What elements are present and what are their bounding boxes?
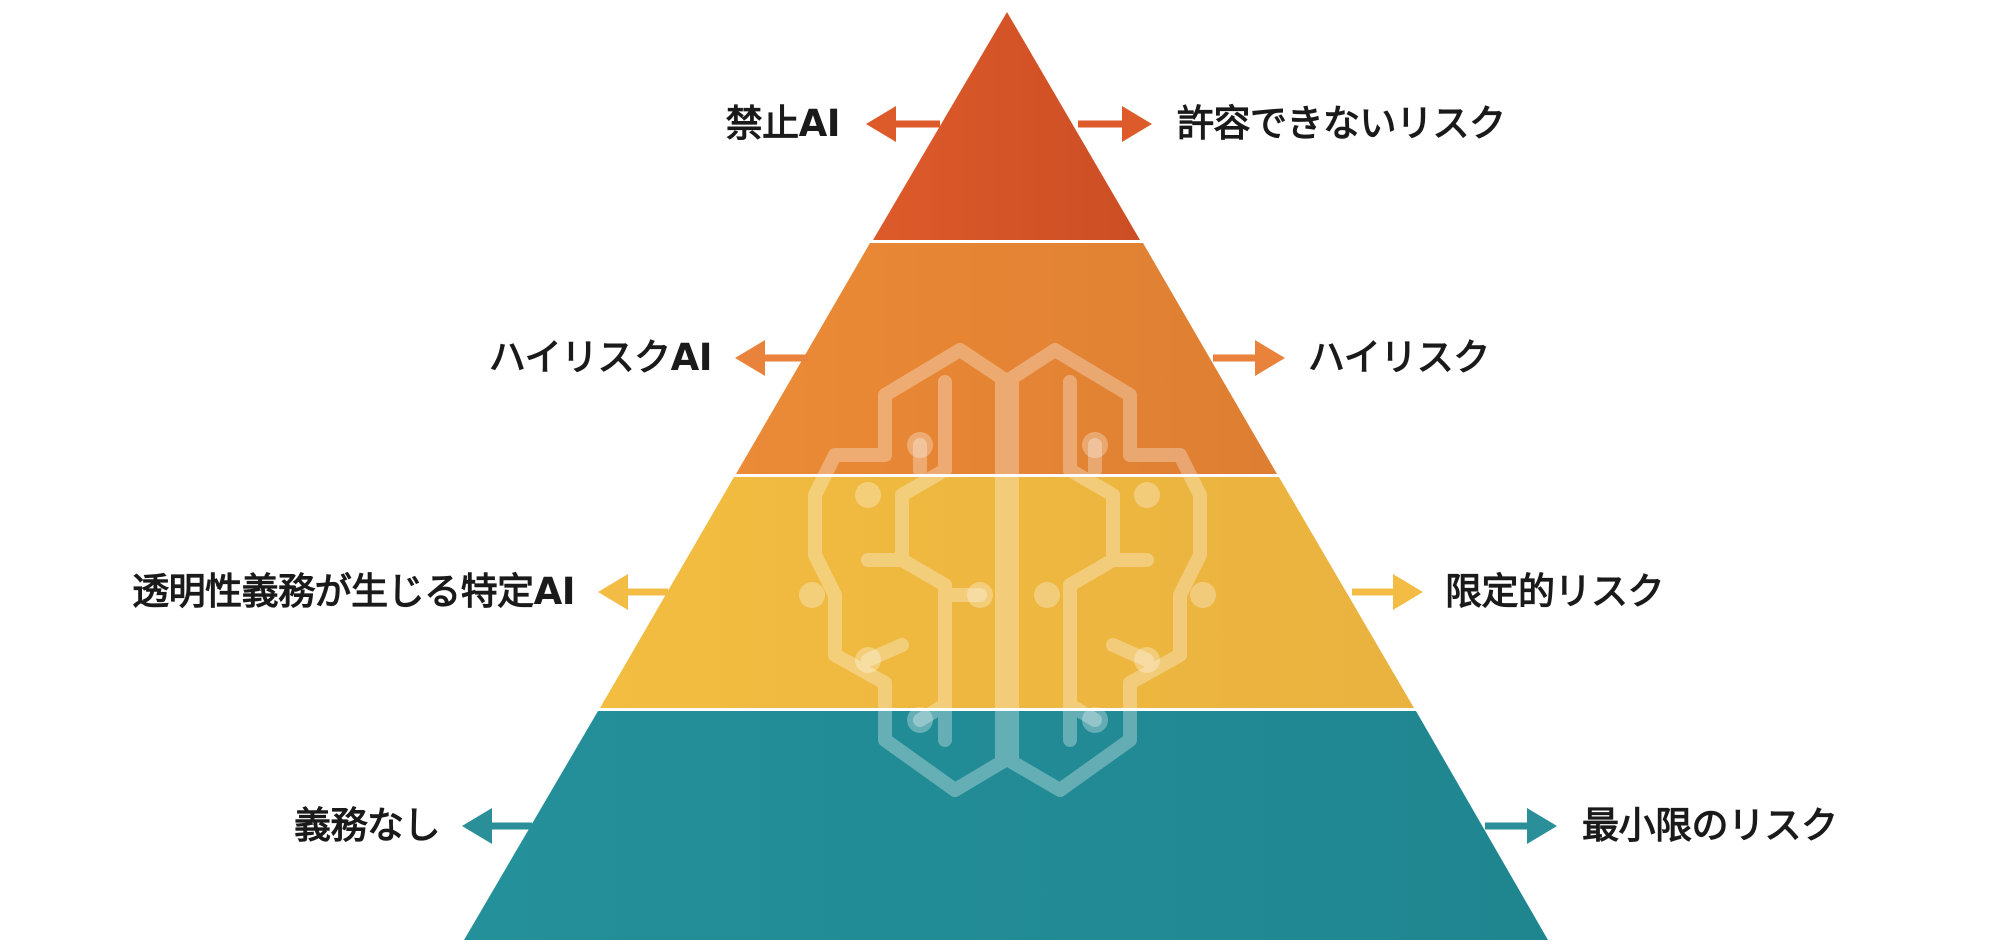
left-arrow-icon bbox=[735, 340, 808, 376]
pyramid-tier-unacceptable bbox=[873, 12, 1140, 240]
left-label-minimal: 義務なし bbox=[294, 804, 441, 847]
circuit-node-dots bbox=[799, 432, 1216, 733]
left-label-limited: 透明性義務が生じる特定AI bbox=[132, 570, 575, 613]
left-arrow-icon bbox=[866, 106, 940, 142]
left-arrow-icon bbox=[462, 808, 532, 844]
right-arrow-icon bbox=[1485, 808, 1557, 844]
pyramid-tier-high bbox=[736, 243, 1277, 474]
brain-circuit-icon bbox=[808, 343, 1207, 797]
left-label-high: ハイリスクAI bbox=[488, 336, 713, 379]
right-arrow-icon bbox=[1352, 574, 1423, 610]
left-arrow-icon bbox=[598, 574, 668, 610]
right-label-minimal: 最小限のリスク bbox=[1582, 804, 1838, 847]
right-label-limited: 限定的リスク bbox=[1445, 570, 1665, 613]
pyramid-tier-limited bbox=[600, 477, 1414, 708]
right-label-unacceptable: 許容できないリスク bbox=[1177, 102, 1506, 145]
pyramid-tier-minimal bbox=[464, 711, 1548, 940]
left-label-unacceptable: 禁止AI bbox=[725, 102, 841, 145]
right-arrow-icon bbox=[1213, 340, 1285, 376]
right-label-high: ハイリスク bbox=[1308, 336, 1490, 379]
right-arrow-icon bbox=[1078, 106, 1152, 142]
